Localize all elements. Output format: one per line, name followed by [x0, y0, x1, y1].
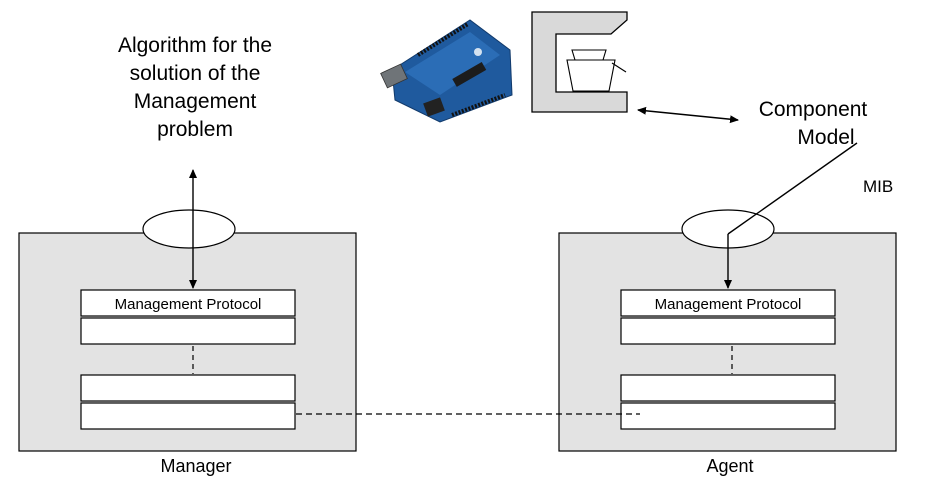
manager-node: Management Protocol Manager: [18, 169, 357, 476]
manager-layer-2: [80, 317, 296, 345]
agent-protocol-layer: [620, 289, 836, 317]
usb-port: [380, 63, 408, 89]
agent-layer-4: [620, 402, 836, 430]
algorithm-line-2: solution of the: [130, 62, 261, 85]
board-logo-mark: [474, 48, 482, 56]
board-highlight: [405, 32, 500, 95]
algorithm-line-4: problem: [157, 118, 233, 141]
component-line-1: Component: [759, 98, 868, 121]
component-line-2: Model: [797, 126, 854, 149]
manager-layer-4: [80, 402, 296, 430]
chip: [452, 62, 487, 87]
header-pins-top: [416, 22, 470, 57]
mib-pointer-line: [727, 142, 858, 235]
manager-protocol-layer: [80, 289, 296, 317]
component-model-label: Component Model: [759, 98, 868, 149]
device-pan: [571, 49, 607, 61]
power-jack: [423, 97, 445, 117]
device-container: [566, 59, 616, 92]
algorithm-line-3: Management: [134, 90, 257, 113]
manager-layer-3: [80, 374, 296, 402]
device-model-arrow: [637, 106, 739, 124]
agent-caption: Agent: [706, 456, 753, 476]
component-device-drawing: [531, 11, 628, 113]
header-pins-bottom: [451, 93, 506, 117]
mib-label: MIB: [863, 177, 893, 196]
agent-protocol-label: Management Protocol: [655, 296, 802, 313]
manager-caption: Manager: [160, 456, 231, 476]
device-lever: [611, 62, 627, 73]
agent-layer-2: [620, 317, 836, 345]
agent-layer-3: [620, 374, 836, 402]
arduino-board-image: [380, 19, 513, 123]
manager-interface-ellipse: [142, 209, 236, 249]
algorithm-line-1: Algorithm for the: [118, 34, 272, 57]
manager-protocol-label: Management Protocol: [115, 296, 262, 313]
device-frame: [531, 11, 628, 113]
algorithm-label: Algorithm for the solution of the Manage…: [118, 34, 272, 141]
agent-node: Management Protocol Agent: [558, 142, 897, 476]
